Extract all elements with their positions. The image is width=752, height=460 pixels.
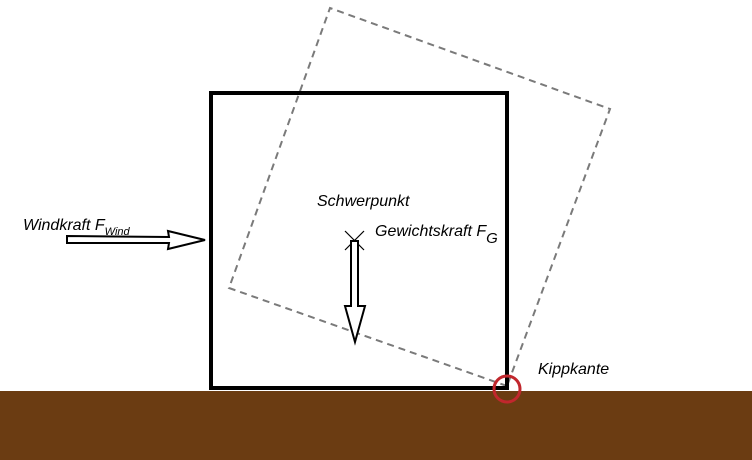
center-of-gravity-label: Schwerpunkt xyxy=(317,193,410,210)
weight-force-arrow xyxy=(343,240,367,346)
tipping-edge-marker xyxy=(492,374,522,404)
wind-force-label: Windkraft FWind xyxy=(23,217,131,238)
ground xyxy=(0,391,752,460)
wind-force-arrow xyxy=(66,229,206,251)
tilted-box-outline xyxy=(227,6,612,388)
tipping-edge-label: Kippkante xyxy=(538,361,609,378)
weight-force-label: Gewichtskraft FG xyxy=(375,223,498,247)
box-outline xyxy=(209,91,509,390)
